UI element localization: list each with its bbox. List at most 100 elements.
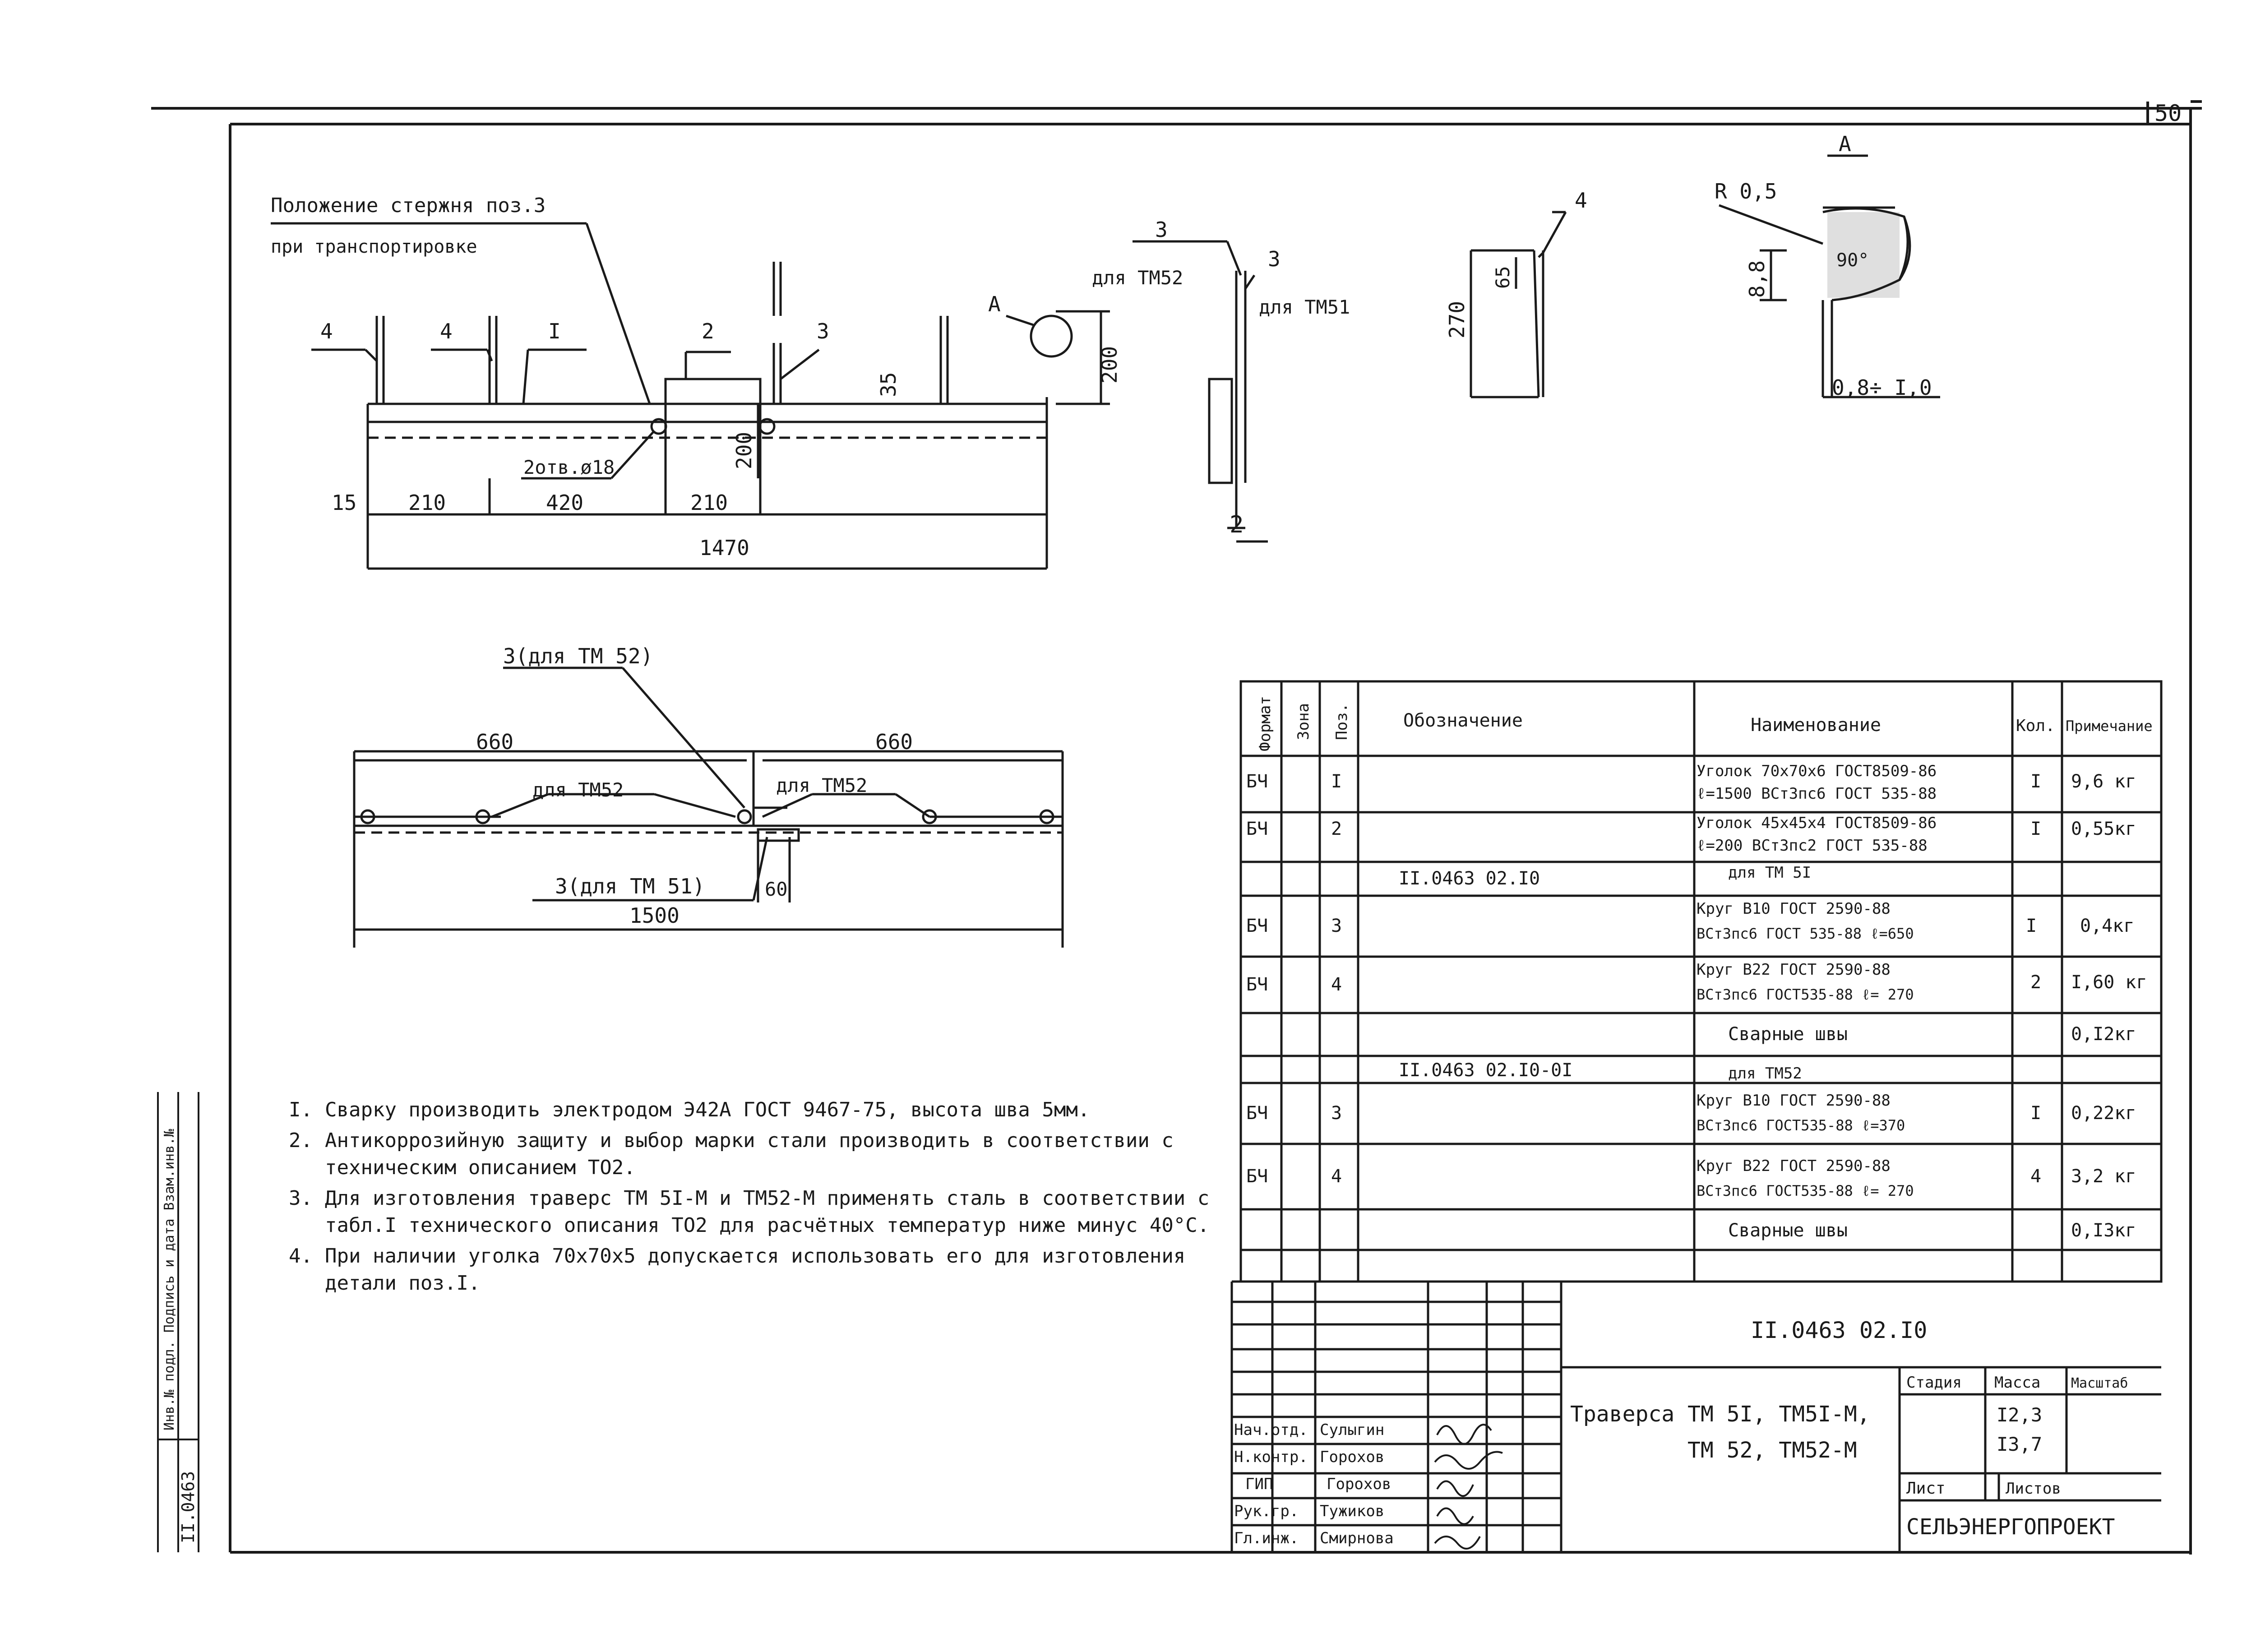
note-text: Сварку производить электродом Э42А ГОСТ … [325,1098,1090,1121]
note-text: Для изготовления траверс ТМ 5I-М и ТМ52-… [325,1187,1210,1237]
dim-210a: 210 [408,491,446,515]
side-stamp: Инв.№ подл. Подпись и дата Взам.инв.№ II… [157,1092,199,1552]
title-block: II.0463 02.I0 Траверса ТМ 5I, ТМ5I-М, ТМ… [1230,1280,2161,1552]
note-text: Антикоррозийную защиту и выбор марки ста… [325,1129,1174,1179]
post-dim-270: 270 [1445,301,1469,338]
lower-note-left: для ТМ52 [532,779,624,801]
row-qty: I [2030,819,2041,839]
row-name-1: Сварные швы [1728,1220,1848,1241]
note-item: I. Сварку производить электродом Э42А ГО… [289,1097,1236,1124]
note-number: 3. [289,1187,313,1210]
row-pos: 2 [1331,819,1342,839]
page-number: 50 [2154,100,2182,126]
dim-420: 420 [546,491,583,515]
role: Н.контр. [1234,1448,1308,1466]
row-designation: II.0463 02.I0-0I [1399,1060,1572,1081]
row-note: 9,6 кг [2071,771,2136,792]
row-format: БЧ [1246,974,1268,995]
side-stamp-value: II.0463 [178,1471,198,1543]
row-name-2: ВСт3пс6 ГОСТ535-88 ℓ=370 [1697,1117,1905,1134]
note-text: При наличии уголка 70х70х5 допускается и… [325,1245,1186,1295]
lower-dim-60: 60 [765,878,788,900]
detail-a-radius: R 0,5 [1715,179,1777,204]
row-qty: I [2030,1103,2041,1124]
pos-label-1: I [548,319,561,343]
stage-label: Стадия [1906,1374,1962,1392]
role-name: Горохов [1320,1448,1384,1466]
hole-label: 2отв.ø18 [523,456,615,478]
row-note: I,60 кг [2071,972,2147,993]
dim-200-right: 200 [1097,346,1122,384]
lower-dim-1500: 1500 [629,903,680,928]
pos-label-4a: 4 [320,319,333,343]
row-pos: 4 [1331,974,1342,995]
role-name: Тужиков [1320,1502,1384,1520]
row-pos: 3 [1331,916,1342,936]
header-zone: Зона [1294,703,1313,740]
row-qty: 2 [2030,972,2041,993]
note-number: 4. [289,1245,313,1268]
row-qty: I [2026,916,2037,936]
pos-label-3: 3 [817,319,829,343]
row-name-2: ВСт3пс6 ГОСТ 535-88 ℓ=650 [1697,925,1914,942]
row-pos: 3 [1331,1103,1342,1124]
side-note-tm51: для ТМ51 [1259,296,1350,318]
row-name-1: Круг В10 ГОСТ 2590-88 [1697,900,1891,918]
mass-label: Масса [1994,1374,2040,1392]
header-pos: Поз. [1333,703,1351,740]
row-pos: I [1331,771,1342,792]
role-name: Смирнова [1320,1529,1394,1547]
signatures [1434,1424,1503,1550]
role-name: Горохов [1327,1475,1391,1493]
lower-label-top: 3(для ТМ 52) [503,644,653,668]
note-item: 3. Для изготовления траверс ТМ 5I-М и ТМ… [289,1185,1236,1239]
dim-200-mid: 200 [732,432,756,469]
row-name-2: ℓ=1500 ВСт3пс6 ГОСТ 535-88 [1697,785,1937,803]
pos-label-4b: 4 [440,319,453,343]
header-note: Примечание [2066,717,2153,735]
lower-dim-660-right: 660 [875,730,913,754]
note-number: 2. [289,1129,313,1152]
row-note: 0,4кг [2080,916,2134,936]
side-stamp-label: Инв.№ подл. Подпись и дата Взам.инв.№ [162,1129,177,1430]
role: ГИП [1245,1475,1273,1493]
scale-label: Масштаб [2071,1375,2128,1391]
side-label-2: 2 [1230,511,1244,538]
organization: СЕЛЬЭНЕРГОПРОЕКТ [1906,1514,2115,1540]
row-name-2: ВСт3пс6 ГОСТ535-88 ℓ= 270 [1697,986,1914,1003]
post-dim-65: 65 [1492,266,1514,289]
detail-a-dim-88: 8,8 [1745,260,1769,298]
row-format: БЧ [1246,1103,1268,1124]
doc-code: II.0463 02.I0 [1751,1317,1927,1343]
title-line-2: ТМ 52, ТМ52-М [1687,1438,1857,1463]
header-name: Наименование [1751,715,1881,736]
dim-1470: 1470 [699,536,749,560]
pos-label-a: A [988,292,1001,316]
side-label-3a: 3 [1155,217,1168,242]
note-item: 4. При наличии уголка 70х70х5 допускаетс… [289,1243,1236,1297]
row-name-1: Сварные швы [1728,1024,1848,1045]
sheet-label: Лист [1906,1479,1946,1498]
header-designation: Обозначение [1403,710,1523,731]
note-number: I. [289,1098,313,1121]
row-name-1: для ТМ 5I [1728,864,1811,882]
spec-table: Формат Зона Поз. Обозначение Наименовани… [1239,680,2163,1283]
row-qty: 4 [2030,1166,2041,1187]
dim-15: 15 [332,491,356,515]
mass-value-2: I3,7 [1997,1433,2042,1455]
header-qty: Кол. [2016,717,2055,735]
row-format: БЧ [1246,771,1268,792]
row-name-1: Круг В10 ГОСТ 2590-88 [1697,1092,1891,1110]
dim-35: 35 [876,372,901,397]
role: Гл.инж. [1234,1529,1299,1547]
row-name-2: ВСт3пс6 ГОСТ535-88 ℓ= 270 [1697,1182,1914,1199]
header-format: Формат [1256,696,1274,751]
row-name-1: Круг В22 ГОСТ 2590-88 [1697,961,1891,979]
row-qty: I [2030,771,2041,792]
main-view: Положение стержня поз.3 при транспортиро… [271,194,1122,570]
post-detail: 4 270 65 [1445,188,1587,398]
row-note: 0,I2кг [2071,1024,2136,1045]
row-format: БЧ [1246,1166,1268,1187]
row-format: БЧ [1246,916,1268,936]
